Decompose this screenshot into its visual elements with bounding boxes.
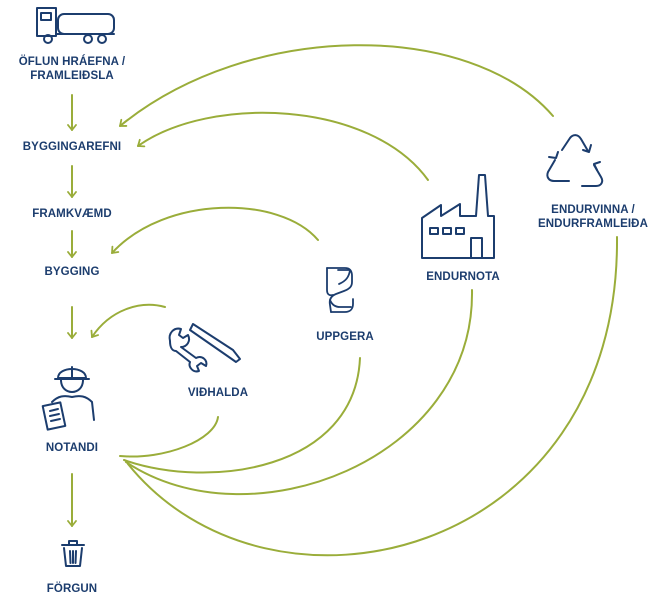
node-label-endurnota: ENDURNOTA	[426, 271, 500, 283]
node-label-oflun: ÖFLUN HRÁEFNA / FRAMLEIÐSLA	[0, 55, 144, 83]
refurbish-icon	[326, 267, 354, 313]
node-label-byggingarefni: BYGGINGAREFNI	[22, 141, 122, 153]
node-label-framkvaemd: FRAMKVÆMD	[32, 208, 112, 220]
node-label-uppgera: UPPGERA	[316, 331, 374, 343]
arrow-notandi-to-uppgera	[123, 357, 361, 474]
node-label-forgun: FÖRGUN	[46, 583, 98, 595]
construction-worker-icon	[41, 366, 95, 431]
trash-bin-icon	[61, 540, 85, 567]
arrow-uppgera-to-framkvaemd	[111, 206, 319, 254]
oflun-line-2: FRAMLEIÐSLA	[30, 70, 114, 82]
node-label-notandi: NOTANDI	[45, 442, 99, 454]
arrow-endurvinna-to-oflun	[119, 44, 554, 127]
node-label-vidhalda: VIÐHALDA	[187, 387, 249, 399]
endurvinna-line-1: ENDURVINNA /	[551, 204, 635, 216]
node-label-bygging: BYGGING	[44, 266, 100, 278]
arrow-vidhalda-to-bygging	[90, 303, 166, 338]
node-label-endurvinna: ENDURVINNA / ENDURFRAMLEIÐA	[528, 203, 658, 231]
truck-icon	[36, 7, 115, 44]
arrow-notandi-to-endurnota	[125, 289, 474, 496]
arrow-notandi-to-endurvinna	[127, 236, 619, 557]
oflun-line-1: ÖFLUN HRÁEFNA /	[18, 56, 126, 68]
factory-icon	[421, 174, 495, 259]
arrow-endurnota-to-byggingarefni	[137, 111, 429, 181]
arrow-notandi-to-vidhalda	[119, 416, 219, 458]
endurvinna-line-2: ENDURFRAMLEIÐA	[537, 218, 648, 230]
wrench-screwdriver-icon	[168, 323, 241, 373]
recycle-icon	[546, 134, 604, 187]
